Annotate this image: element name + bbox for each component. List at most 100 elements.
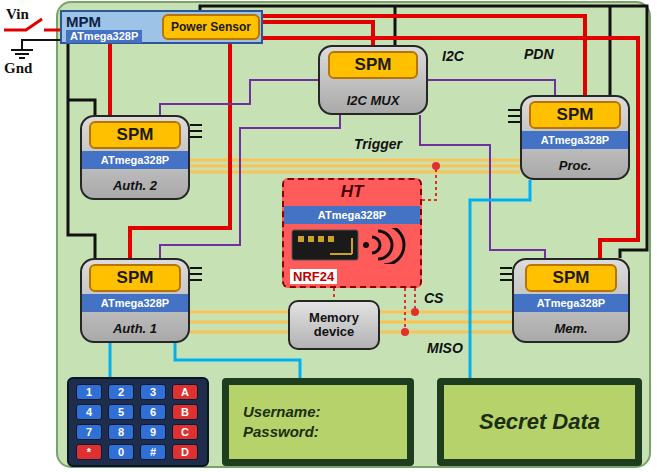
keypad-key: 4	[76, 404, 102, 420]
wire-connector	[108, 44, 112, 115]
module-box: Auth. 2 SPM ATmega328P	[80, 115, 190, 200]
keypad-key: B	[172, 404, 198, 420]
node-text: SPM	[117, 268, 154, 288]
lcd-display: Username:Password:	[222, 378, 414, 466]
ground-symbol	[19, 57, 25, 59]
node-text: 9	[150, 426, 156, 438]
node-text: 7	[86, 426, 92, 438]
tap-dot	[432, 162, 440, 170]
pin-stub	[190, 267, 202, 269]
keypad-key: 0	[108, 444, 134, 460]
pin-stub	[500, 279, 512, 281]
mcu-band: ATmega328P	[82, 294, 188, 312]
spm-box: SPM	[89, 121, 181, 149]
spi-line	[190, 331, 288, 334]
signal-label: Vin	[4, 6, 31, 23]
node-text: SPM	[355, 55, 392, 75]
keypad-key: 9	[140, 424, 166, 440]
node-text: 2	[118, 386, 124, 398]
pin-stub	[190, 136, 202, 138]
spi-line	[190, 311, 288, 314]
node-text: 1	[86, 386, 92, 398]
module-box: I2C MUX SPM	[318, 45, 428, 115]
keypad-key: 8	[108, 424, 134, 440]
node-text: Mem.	[554, 321, 587, 336]
radio-board	[292, 230, 358, 260]
node-text: 6	[150, 406, 156, 418]
ground-symbol	[15, 53, 29, 55]
wire-connector	[263, 22, 373, 45]
wire-connector	[333, 288, 335, 300]
node-text: Auth. 1	[113, 321, 157, 336]
node-text: SPM	[557, 105, 594, 125]
node-text: Auth. 2	[113, 178, 157, 193]
node-text: A	[181, 386, 189, 398]
gnd-wire	[22, 40, 60, 50]
module-box: Proc. SPM ATmega328P	[520, 95, 630, 180]
mcu-band: ATmega328P	[82, 151, 188, 169]
node-text: 0	[118, 446, 124, 458]
node-text: 4	[86, 406, 92, 418]
keypad-key: 7	[76, 424, 102, 440]
mcu-band: ATmega328P	[522, 131, 628, 149]
vin-wire	[44, 29, 60, 32]
node-text: HT	[341, 182, 364, 202]
keypad-key: 6	[140, 404, 166, 420]
miso-tap	[404, 288, 406, 332]
trojan-box: HT ATmega328P NRF24	[282, 178, 422, 288]
pin-stub	[500, 267, 512, 269]
pin-stub	[500, 273, 512, 275]
wire-connector	[175, 343, 300, 378]
ground-wire	[200, 6, 647, 258]
board-outline	[57, 2, 650, 467]
wire-connector	[428, 80, 555, 95]
mcu-band: ATmega328P	[514, 294, 628, 312]
pin-stub	[508, 121, 520, 123]
node-text: 5	[118, 406, 124, 418]
wire-connector	[160, 80, 318, 115]
node-text: Secret Data	[479, 412, 600, 432]
signal-label: Trigger	[352, 136, 404, 152]
node-text: ATmega328P	[101, 297, 169, 309]
node-text: #	[150, 446, 156, 458]
module-box: Mem. SPM ATmega328P	[512, 258, 630, 343]
node-text: 8	[118, 426, 124, 438]
node-text: ATmega328P	[66, 30, 142, 43]
node-text: Proc.	[559, 158, 592, 173]
radio-module: NRF24	[290, 228, 414, 284]
node-text: SPM	[117, 125, 154, 145]
wire-connector	[380, 321, 512, 324]
radio-pin	[298, 236, 304, 242]
keypad-key: A	[172, 384, 198, 400]
pin-stub	[190, 130, 202, 132]
spi-line	[380, 331, 512, 334]
node-text: ATmega328P	[541, 134, 609, 146]
spi-line	[190, 321, 288, 324]
signal-label: Gnd	[2, 60, 34, 77]
node-text: Memory device	[290, 311, 378, 340]
node-text: ATmega328P	[101, 154, 169, 166]
node-text: I2C MUX	[347, 93, 400, 108]
spm-box: SPM	[529, 101, 621, 129]
keypad-key: 3	[140, 384, 166, 400]
radio-wave	[372, 237, 380, 253]
mcu-band: ATmega328P	[284, 206, 420, 224]
monitor-module: MPMATmega328PPower Sensor	[60, 10, 263, 44]
ground-symbol	[11, 49, 33, 51]
ground-wire	[609, 6, 612, 95]
radio-source	[363, 242, 369, 248]
radio-pin	[328, 236, 334, 242]
keypad-key: 2	[108, 384, 134, 400]
module-box: Auth. 1 SPM ATmega328P	[80, 258, 190, 343]
spm-box: SPM	[328, 51, 418, 79]
lcd-display: Secret Data	[437, 378, 642, 466]
spm-box: SPM	[525, 264, 617, 292]
keypad-key: 1	[76, 384, 102, 400]
pin-stub	[508, 115, 520, 117]
radio-icon	[290, 228, 414, 264]
keypad-key: #	[140, 444, 166, 460]
signal-label: I2C	[440, 48, 466, 64]
keypad-key: 5	[108, 404, 134, 420]
pin-stub	[508, 109, 520, 111]
